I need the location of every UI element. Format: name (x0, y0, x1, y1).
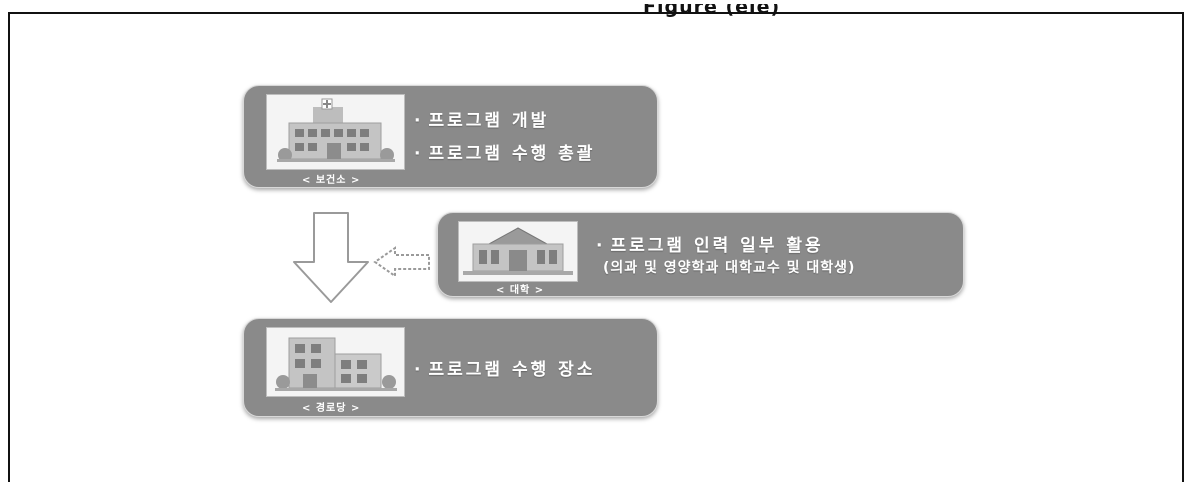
bullet-mark: · (414, 111, 421, 131)
senior-center-picture (266, 327, 405, 397)
left-arrow-icon (373, 246, 430, 278)
university-building-icon (463, 227, 573, 275)
senior-center-building-icon (275, 337, 397, 391)
health-center-item-2: · 프로그램 수행 총괄 (414, 139, 595, 164)
university-tag: < 대학 > (496, 285, 545, 296)
bullet-mark: · (596, 236, 603, 256)
health-center-tag: < 보건소 > (302, 175, 361, 186)
university-box: < 대학 > · 프로그램 인력 일부 활용 (의과 및 영양학과 대학교수 및 … (437, 212, 964, 297)
hospital-building-icon (277, 98, 395, 162)
health-center-item-1-text: 프로그램 개발 (428, 111, 550, 131)
figure-caption-fragment: Figure (ele) (643, 4, 781, 18)
university-item-2-text: (의과 및 영양학과 대학교수 및 대학생) (603, 260, 856, 276)
down-arrow-icon (293, 212, 369, 303)
senior-center-tag: < 경로당 > (302, 403, 361, 414)
senior-center-box: < 경로당 > · 프로그램 수행 장소 (243, 318, 658, 417)
health-center-item-1: · 프로그램 개발 (414, 106, 549, 131)
university-item-1-text: 프로그램 인력 일부 활용 (610, 236, 824, 256)
senior-center-item-1-text: 프로그램 수행 장소 (428, 360, 596, 380)
bullet-mark: · (414, 144, 421, 164)
senior-center-item-1: · 프로그램 수행 장소 (414, 355, 595, 380)
health-center-picture (266, 94, 405, 170)
university-item-1: · 프로그램 인력 일부 활용 (596, 231, 824, 256)
university-picture (458, 221, 578, 282)
university-item-2: (의과 및 영양학과 대학교수 및 대학생) (603, 257, 855, 277)
bullet-mark: · (414, 360, 421, 380)
health-center-item-2-text: 프로그램 수행 총괄 (428, 144, 596, 164)
figure-frame: Figure (ele) < 보건소 > (8, 4, 1184, 482)
health-center-box: < 보건소 > · 프로그램 개발 · 프로그램 수행 총괄 (243, 85, 658, 188)
